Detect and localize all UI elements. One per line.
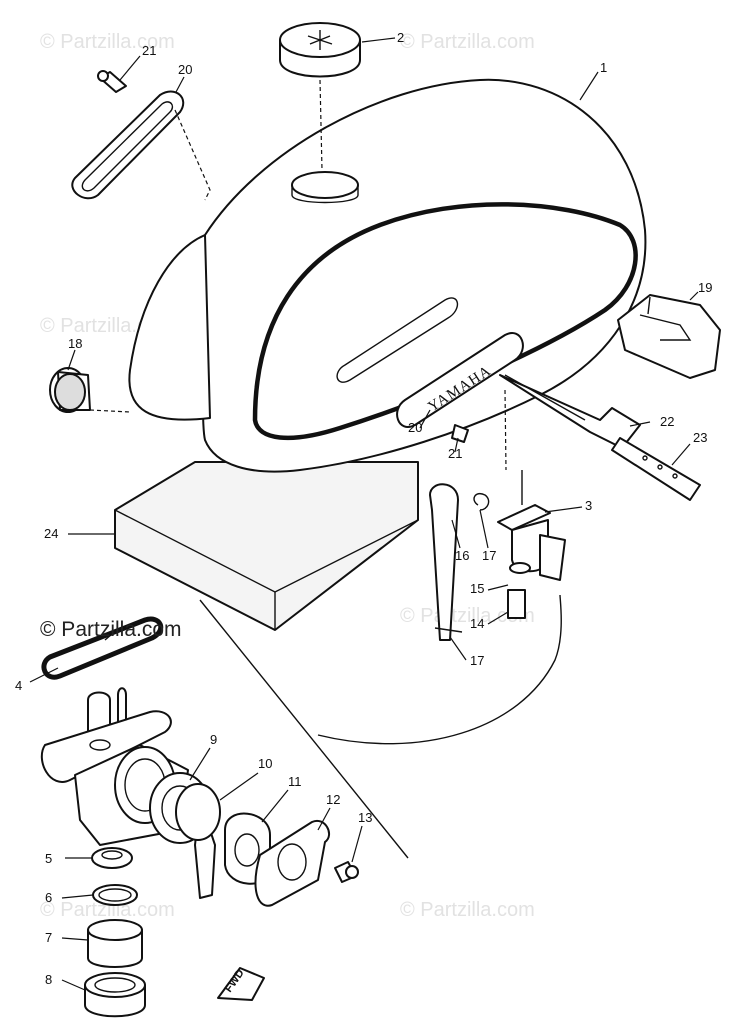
part-number-8: 8 <box>45 972 52 987</box>
watermark: © Partzilla.com <box>400 31 535 53</box>
part-19-bracket <box>617 294 721 379</box>
part-number-20-lower: 20 <box>408 420 422 435</box>
part-number-13: 13 <box>358 810 372 825</box>
part-12-plate <box>254 819 331 907</box>
part-10-lever <box>175 783 221 899</box>
watermark: © Partzilla.com <box>400 899 535 921</box>
part-number-16: 16 <box>455 548 469 563</box>
part-21-screw-upper <box>97 70 127 93</box>
part-16-fuel-hose <box>429 483 459 641</box>
part-13-screw <box>334 861 359 883</box>
part-number-11: 11 <box>288 774 302 789</box>
leader-lines <box>29 37 699 991</box>
part-number-labels: 1 2 3 4 5 6 7 8 9 10 11 12 13 14 15 16 1… <box>15 30 712 987</box>
part-8-ring-nut <box>84 972 146 1018</box>
part-7-filter-cup <box>87 919 143 968</box>
guide-lines <box>89 79 507 471</box>
part-4-gasket <box>41 616 164 680</box>
part-number-15: 15 <box>470 581 484 596</box>
part-number-1: 1 <box>600 60 607 75</box>
divider-line <box>199 599 409 859</box>
part-17-clip-lower <box>434 627 463 633</box>
part-5-nut <box>91 847 133 869</box>
part-number-12: 12 <box>326 792 340 807</box>
part-number-10: 10 <box>258 756 272 771</box>
part-number-4: 4 <box>15 678 22 693</box>
part-number-7: 7 <box>45 930 52 945</box>
part-17-clip-upper <box>473 493 490 511</box>
part-2-fuel-cap <box>279 22 361 78</box>
part-number-14: 14 <box>470 616 484 631</box>
part-number-19: 19 <box>698 280 712 295</box>
part-22-23-strap <box>499 374 701 501</box>
part-20-gasket-upper <box>71 90 185 200</box>
fwd-arrow-icon: FWD <box>217 967 265 1001</box>
watermark: © Partzilla.com <box>40 899 175 921</box>
part-number-23: 23 <box>693 430 707 445</box>
part-number-20-upper: 20 <box>178 62 192 77</box>
detail-callout-curve <box>317 594 562 745</box>
part-18-rubber-damper <box>49 367 91 413</box>
part-1-fuel-tank <box>128 78 647 473</box>
watermark: © Partzilla.com <box>40 31 175 53</box>
part-number-21-lower: 21 <box>448 446 462 461</box>
part-3-fuel-cock <box>497 470 566 619</box>
part-number-17-upper: 17 <box>482 548 496 563</box>
part-number-24: 24 <box>44 526 58 541</box>
part-number-21-upper: 21 <box>142 43 156 58</box>
part-number-22: 22 <box>660 414 674 429</box>
part-number-3: 3 <box>585 498 592 513</box>
part-24-foam-pad <box>114 461 419 631</box>
part-21-screw-lower <box>451 424 469 443</box>
watermark-main: © Partzilla.com <box>40 618 182 641</box>
part-number-6: 6 <box>45 890 52 905</box>
part-number-18: 18 <box>68 336 82 351</box>
part-number-2: 2 <box>397 30 404 45</box>
part-number-5: 5 <box>45 851 52 866</box>
part-number-9: 9 <box>210 732 217 747</box>
watermark: © Partzilla.com <box>400 605 535 627</box>
part-number-17-lower: 17 <box>470 653 484 668</box>
part-6-oring <box>92 884 138 906</box>
